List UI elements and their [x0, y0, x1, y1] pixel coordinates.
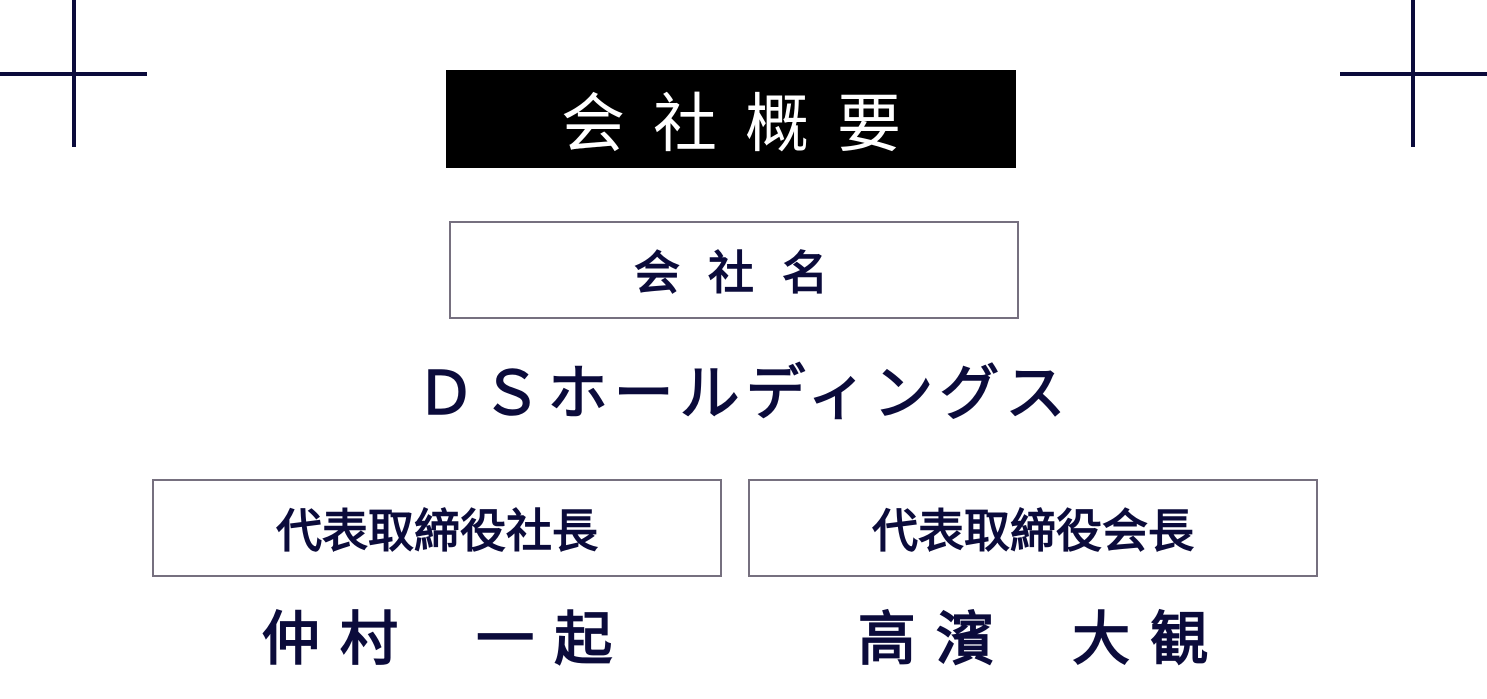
chairman-role-box: 代表取締役会長 — [748, 479, 1318, 577]
page-title: 会社概要 — [561, 88, 929, 162]
company-name-label-box: 会 社 名 — [449, 221, 1019, 319]
president-name: 仲 村 一 起 — [261, 605, 613, 673]
company-name-label: 会 社 名 — [633, 246, 835, 300]
chairman-role: 代表取締役会長 — [872, 504, 1194, 558]
corner-cross-right-horizontal — [1340, 72, 1487, 76]
corner-cross-left-horizontal — [0, 72, 147, 76]
company-name-value: ＤＳホールディングス — [415, 358, 1072, 430]
page-title-banner: 会社概要 — [446, 70, 1016, 168]
chairman-name: 高 濱 大 観 — [857, 605, 1209, 673]
president-role-box: 代表取締役社長 — [152, 479, 722, 577]
president-role: 代表取締役社長 — [276, 504, 598, 558]
